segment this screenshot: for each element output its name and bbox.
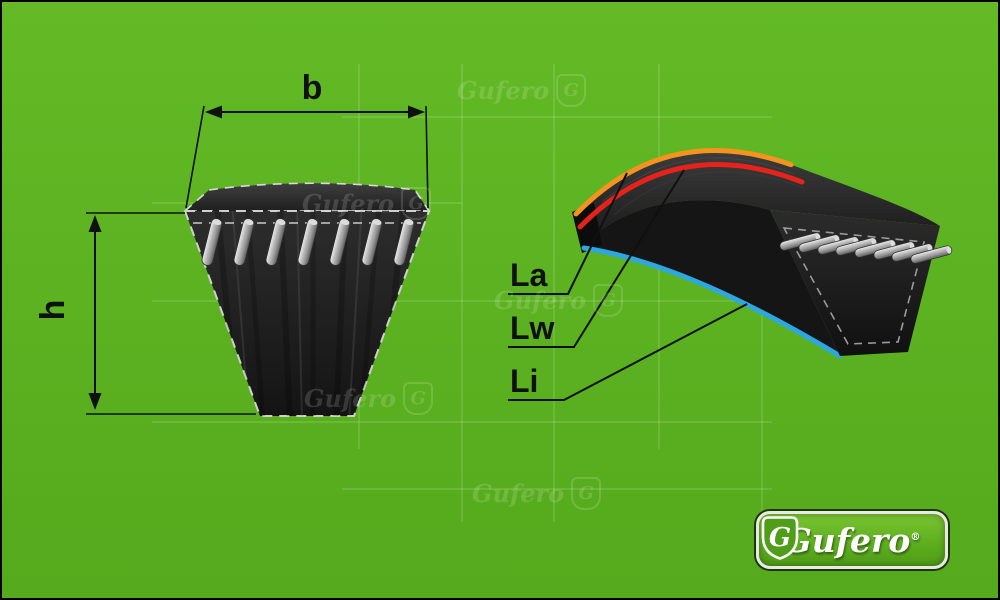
watermark-grid <box>152 64 862 522</box>
cord-pin <box>393 218 415 266</box>
leader-li <box>508 303 748 401</box>
cord-pin <box>201 218 223 266</box>
end-face-cords <box>779 232 953 264</box>
cross-section-view: b h <box>34 69 431 417</box>
cord-pin <box>910 245 953 264</box>
dimension-b-label: b <box>302 69 323 107</box>
arrow-right-icon <box>408 105 425 119</box>
registered-mark: ® <box>910 531 921 543</box>
cord-pin <box>361 218 383 266</box>
belt-3d-view: La Lw Li <box>508 148 953 401</box>
brand-shield-monogram: G <box>769 523 791 553</box>
leader-lw <box>508 169 685 348</box>
cord-pin <box>297 218 319 266</box>
dimension-b <box>185 105 429 209</box>
leader-lines <box>508 169 748 401</box>
label-lw: Lw <box>510 310 555 346</box>
stripe-li <box>581 245 843 359</box>
dimension-h <box>86 212 256 415</box>
end-face-dashed-outline <box>782 227 926 345</box>
cord-pin <box>329 218 351 266</box>
cord-pin <box>233 218 255 266</box>
outer-surface-texture <box>613 171 805 216</box>
brand-name: Gufero <box>783 520 911 560</box>
brand-shield-icon: G <box>761 516 799 560</box>
arrow-up-icon <box>88 215 102 232</box>
cord-pin <box>265 218 287 266</box>
label-la: La <box>510 257 548 293</box>
outer-surface-texture <box>601 157 795 203</box>
label-li: Li <box>510 363 538 399</box>
brand-logo-text: Gufero® <box>784 524 921 557</box>
tension-cords <box>201 218 415 266</box>
stripe-lw <box>577 161 805 230</box>
dimension-h-label: h <box>34 300 72 321</box>
brand-logo-badge: Gufero® G <box>756 511 948 569</box>
leader-la <box>508 172 628 295</box>
arrow-down-icon <box>88 393 102 410</box>
arrow-left-icon <box>205 105 222 119</box>
stripe-la <box>573 148 803 217</box>
belt-top-face <box>182 182 431 212</box>
